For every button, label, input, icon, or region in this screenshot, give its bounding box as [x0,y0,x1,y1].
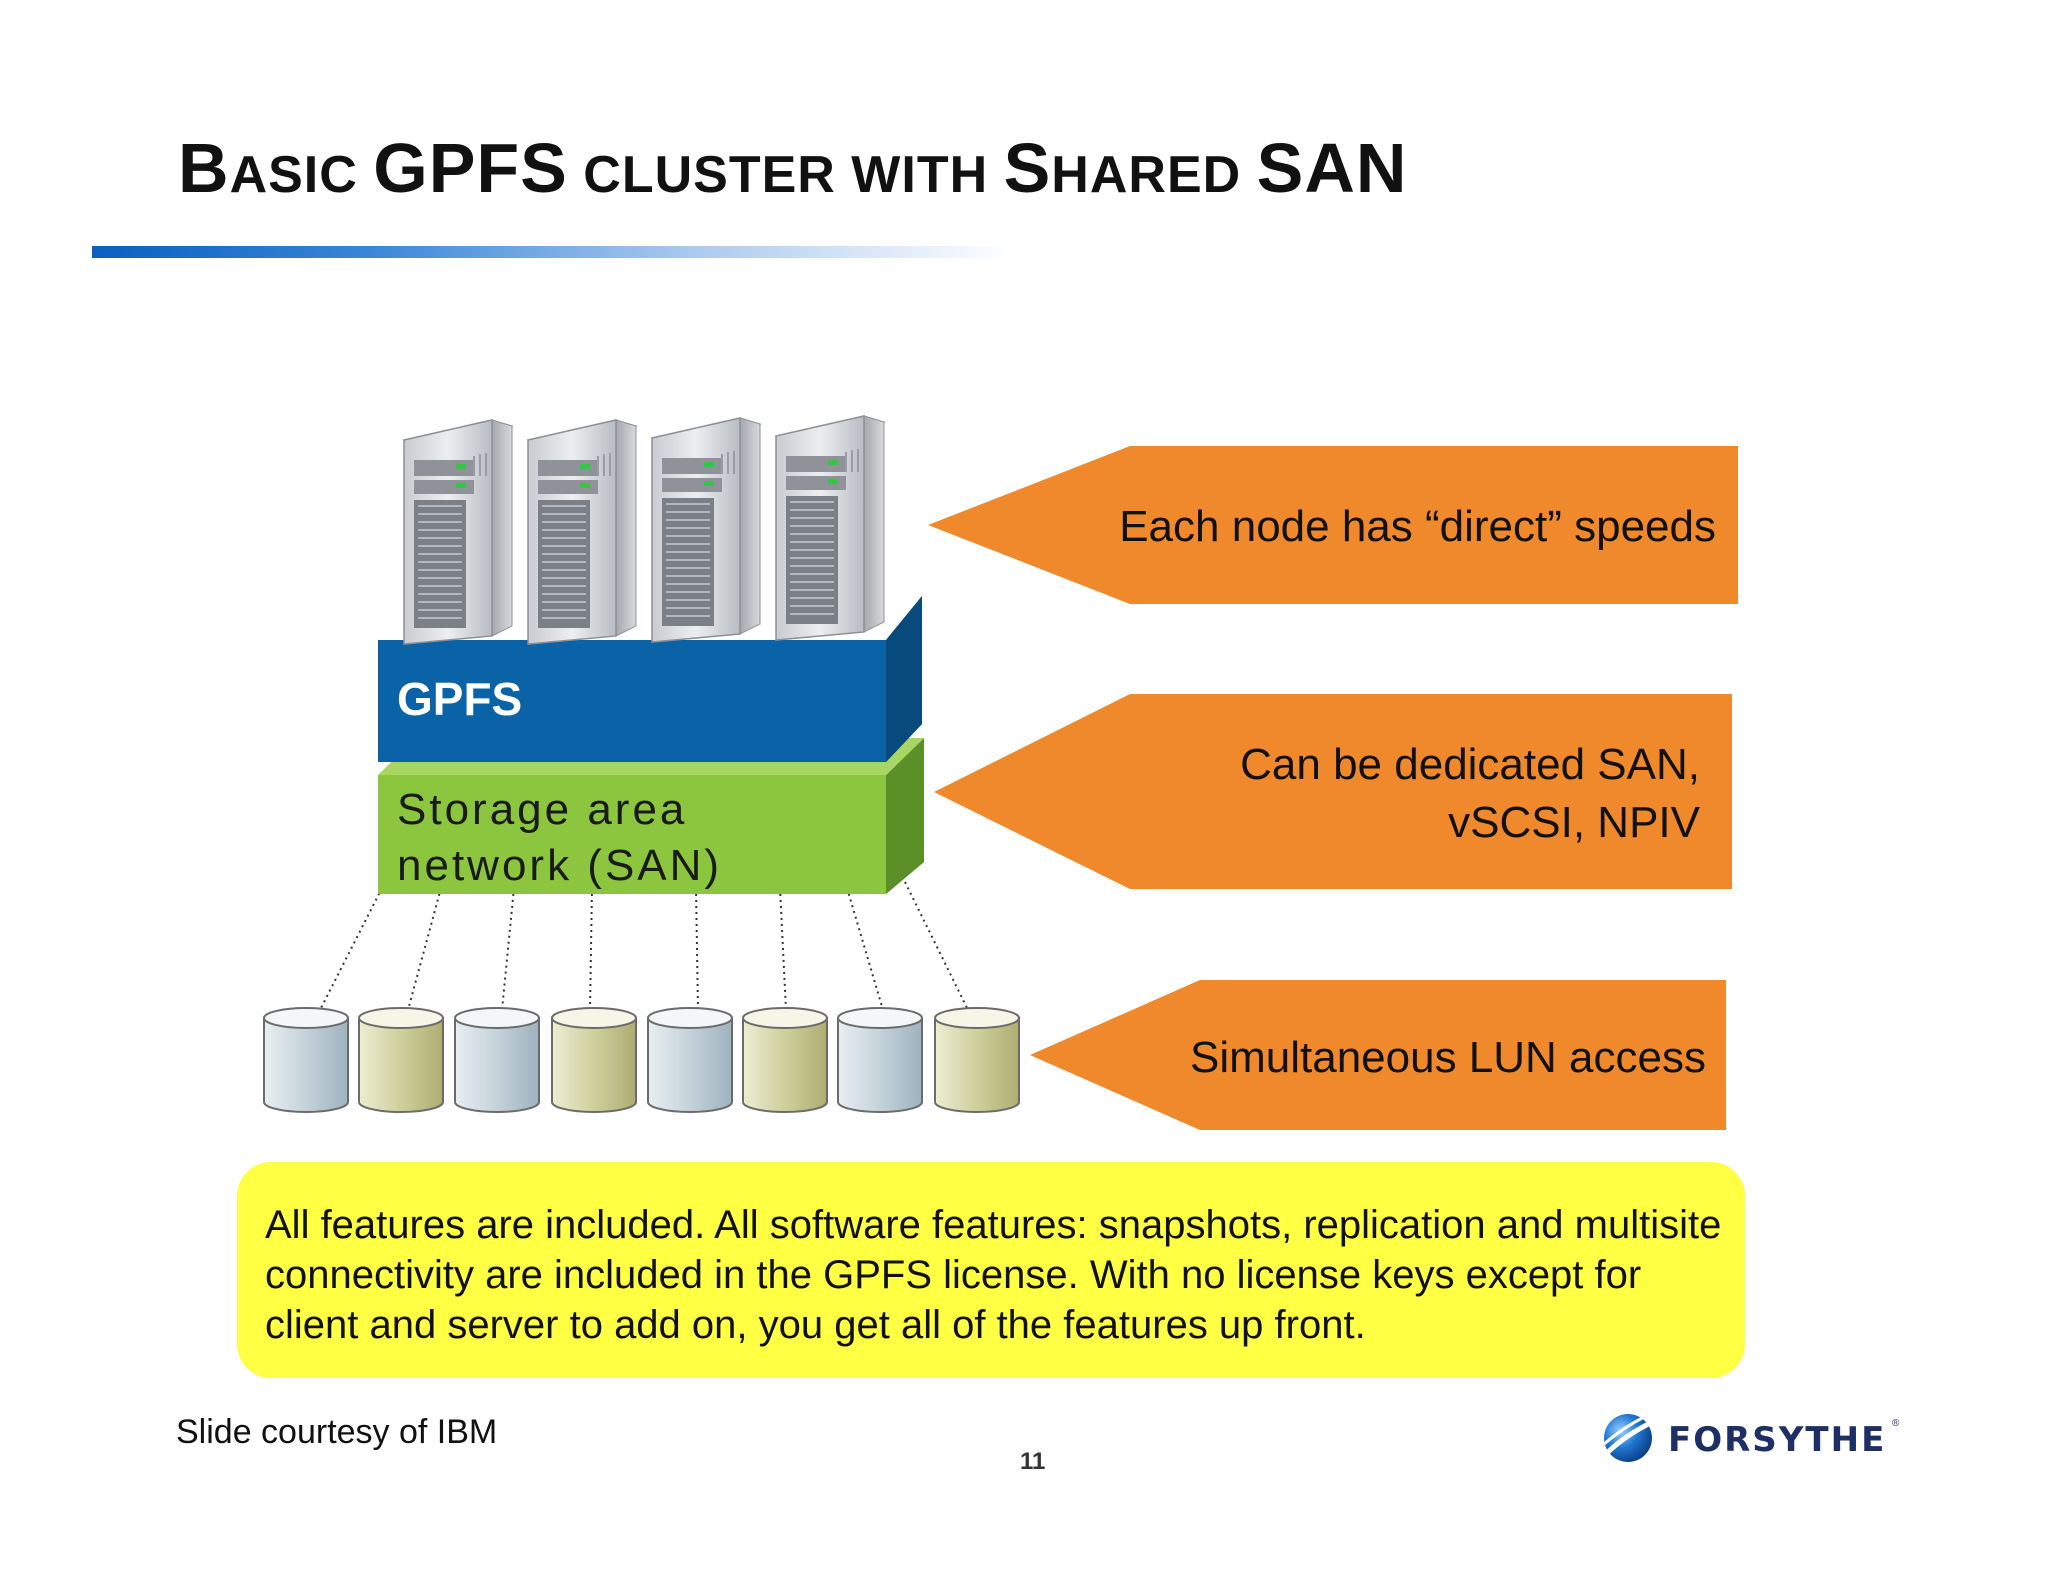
server-icon [403,419,513,645]
callout-arrow-2 [934,694,1732,889]
features-note: All features are included. All software … [237,1162,1745,1378]
title-part: B [178,129,230,207]
logo-registered-mark: ® [1892,1418,1900,1429]
server-icon [527,419,637,645]
slide-title: BASIC GPFS CLUSTER WITH SHARED SAN [178,128,1407,208]
disk-icon [647,1007,733,1113]
server-icon [651,417,761,643]
disk-icon [263,1007,349,1113]
callout-arrow-3 [1030,980,1726,1130]
page-number: 11 [1020,1448,1046,1475]
title-part: S [1003,129,1052,207]
disk-icon [551,1007,637,1113]
callout-text-dedicated-san: Can be dedicated SAN, vSCSI, NPIV [1240,740,1700,847]
server-icons [403,415,885,645]
gpfs-layer-label: GPFS [397,673,523,725]
callout-arrow-1 [928,446,1738,604]
disk-icon [358,1007,444,1113]
title-part: HARED [1051,146,1257,204]
server-icon [775,415,885,641]
globe-icon [1603,1414,1658,1462]
logo-wordmark: FORSYTHE [1668,1420,1887,1460]
callout-text-direct-speeds: Each node has “direct” speeds [1119,502,1716,551]
slide-credit: Slide courtesy of IBM [176,1413,498,1451]
san-layer-label: Storage area network (SAN) [397,785,723,890]
san-links [319,881,969,1011]
features-note-text: All features are included. All software … [265,1203,1722,1347]
gpfs-block [378,596,922,762]
disk-icon [934,1007,1020,1113]
disk-icon [742,1007,828,1113]
forsythe-logo: FORSYTHE ® [1600,1410,1900,1470]
title-part: ASIC [229,146,374,204]
title-underline [92,246,1012,258]
disk-icon [837,1007,923,1113]
title-part: SAN [1256,129,1408,207]
title-part: CLUSTER WITH [567,146,1004,204]
disk-icons [263,1007,1020,1113]
disk-icon [454,1007,540,1113]
callout-text-lun-access: Simultaneous LUN access [1189,1033,1706,1082]
title-part: GPFS [373,129,568,207]
